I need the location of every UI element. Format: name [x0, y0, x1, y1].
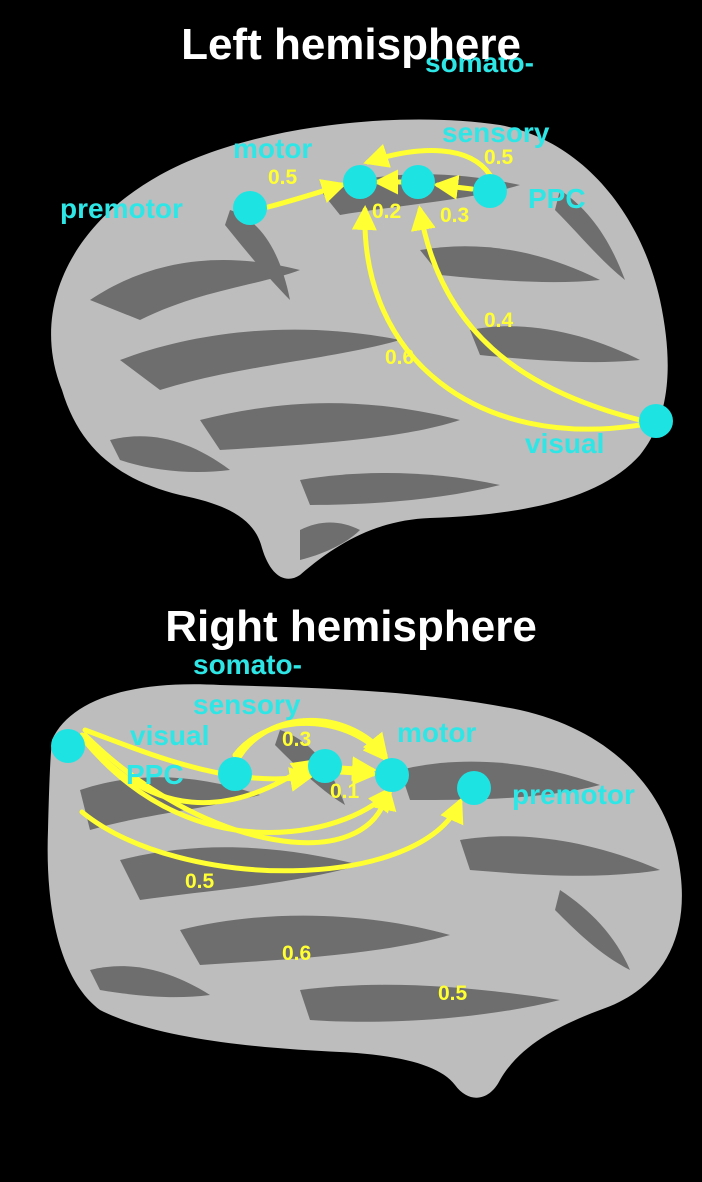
weight-visual-somatosensory: 0.4 — [484, 309, 514, 332]
node-ppc — [473, 174, 507, 208]
left-brain-figure: premotor motor somato- sensory PPC visua… — [0, 0, 702, 590]
label-ppc: PPC — [126, 759, 184, 790]
right-network-layer: PPC somato- sensory motor premotor visua… — [0, 590, 702, 1182]
label-visual: visual — [525, 428, 604, 459]
node-premotor — [233, 191, 267, 225]
label-somatosensory-line2: sensory — [193, 689, 301, 720]
weight-somatosensory-motor: 0.2 — [372, 200, 401, 223]
weight-visual-premotor: 0.5 — [438, 982, 468, 1005]
right-hemisphere-title: Right hemisphere — [0, 602, 702, 652]
weight-ppc-motor: 0.5 — [484, 146, 514, 169]
left-hemisphere-title: Left hemisphere — [0, 20, 702, 70]
node-visual — [51, 729, 85, 763]
node-visual — [639, 404, 673, 438]
weight-premotor-motor: 0.5 — [268, 166, 298, 189]
weight-visual-motor: 0.6 — [282, 942, 311, 965]
weight-visual-motor: 0.6 — [385, 346, 414, 369]
label-motor: motor — [233, 133, 312, 164]
label-premotor: premotor — [60, 193, 183, 224]
node-motor — [375, 758, 409, 792]
edge-visual-premotor-arrow — [82, 802, 460, 871]
weight-ppc-motor: 0.3 — [282, 728, 311, 751]
label-motor: motor — [397, 717, 476, 748]
edge-somatosensory-motor — [340, 772, 373, 774]
node-ppc — [218, 757, 252, 791]
label-somatosensory-line2: sensory — [442, 117, 550, 148]
node-somatosensory — [308, 749, 342, 783]
weight-ppc-somatosensory: 0.3 — [440, 204, 469, 227]
label-somatosensory-line1: somato- — [193, 649, 302, 680]
label-premotor: premotor — [512, 779, 635, 810]
weight-somatosensory-motor: 0.1 — [330, 780, 360, 803]
node-premotor — [457, 771, 491, 805]
label-visual: visual — [130, 720, 209, 751]
weight-visual-somatosensory: 0.5 — [185, 870, 215, 893]
right-hemisphere-panel: PPC somato- sensory motor premotor visua… — [0, 590, 702, 1182]
node-motor — [343, 165, 377, 199]
label-ppc: PPC — [528, 183, 586, 214]
left-hemisphere-panel: premotor motor somato- sensory PPC visua… — [0, 0, 702, 590]
node-somatosensory — [401, 165, 435, 199]
